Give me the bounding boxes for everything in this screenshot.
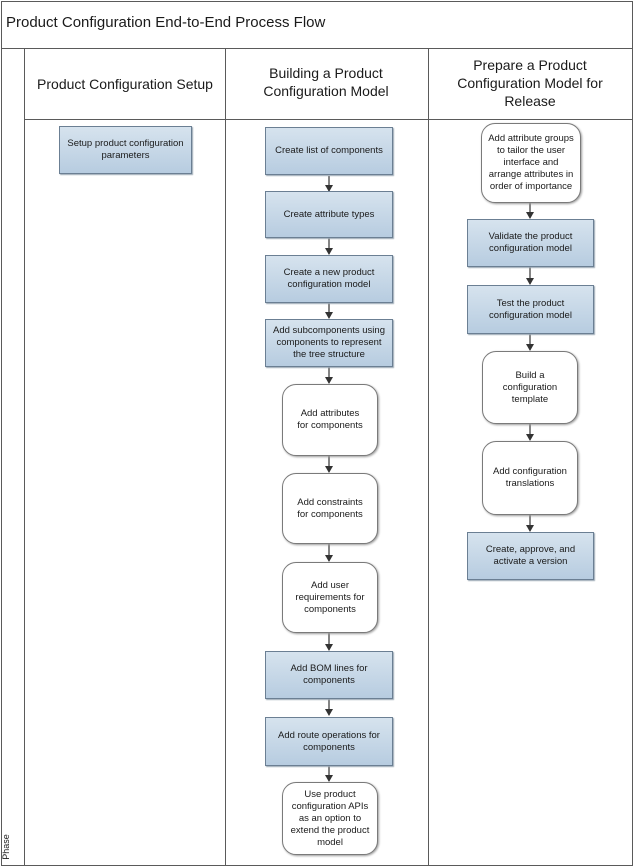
column-heading-release: Prepare a Product Configuration Model fo… xyxy=(457,57,603,109)
step-use-configuration-apis: Use product configuration APIs as an opt… xyxy=(282,782,378,855)
header-divider xyxy=(24,119,633,120)
column-heading-building: Building a Product Configuration Model xyxy=(263,65,389,99)
step-add-user-requirements: Add user requirements for components xyxy=(282,562,378,633)
step-add-configuration-translations: Add configuration translations xyxy=(482,441,578,515)
step-add-route-operations: Add route operations for components xyxy=(265,717,393,766)
column-heading-setup: Product Configuration Setup xyxy=(37,76,213,92)
step-create-approve-activate-version: Create, approve, and activate a version xyxy=(467,532,594,580)
step-setup-parameters: Setup product configuration parameters xyxy=(59,126,192,174)
step-create-attribute-types: Create attribute types xyxy=(265,191,393,238)
step-add-subcomponents: Add subcomponents using components to re… xyxy=(265,319,393,367)
column-divider-2 xyxy=(428,48,429,866)
step-add-attribute-groups: Add attribute groups to tailor the user … xyxy=(481,123,581,203)
column-divider-1 xyxy=(225,48,226,866)
step-validate-model: Validate the product configuration model xyxy=(467,219,594,267)
step-build-configuration-template: Build a configuration template xyxy=(482,351,578,424)
step-add-constraints: Add constraints for components xyxy=(282,473,378,544)
phase-lane-divider xyxy=(24,48,25,866)
step-test-model: Test the product configuration model xyxy=(467,285,594,334)
step-add-bom-lines: Add BOM lines for components xyxy=(265,651,393,699)
step-add-attributes: Add attributes for components xyxy=(282,384,378,456)
step-create-components-list: Create list of components xyxy=(265,127,393,175)
step-create-new-model: Create a new product configuration model xyxy=(265,255,393,303)
title-divider xyxy=(1,48,633,49)
diagram-title: Product Configuration End-to-End Process… xyxy=(6,14,326,31)
